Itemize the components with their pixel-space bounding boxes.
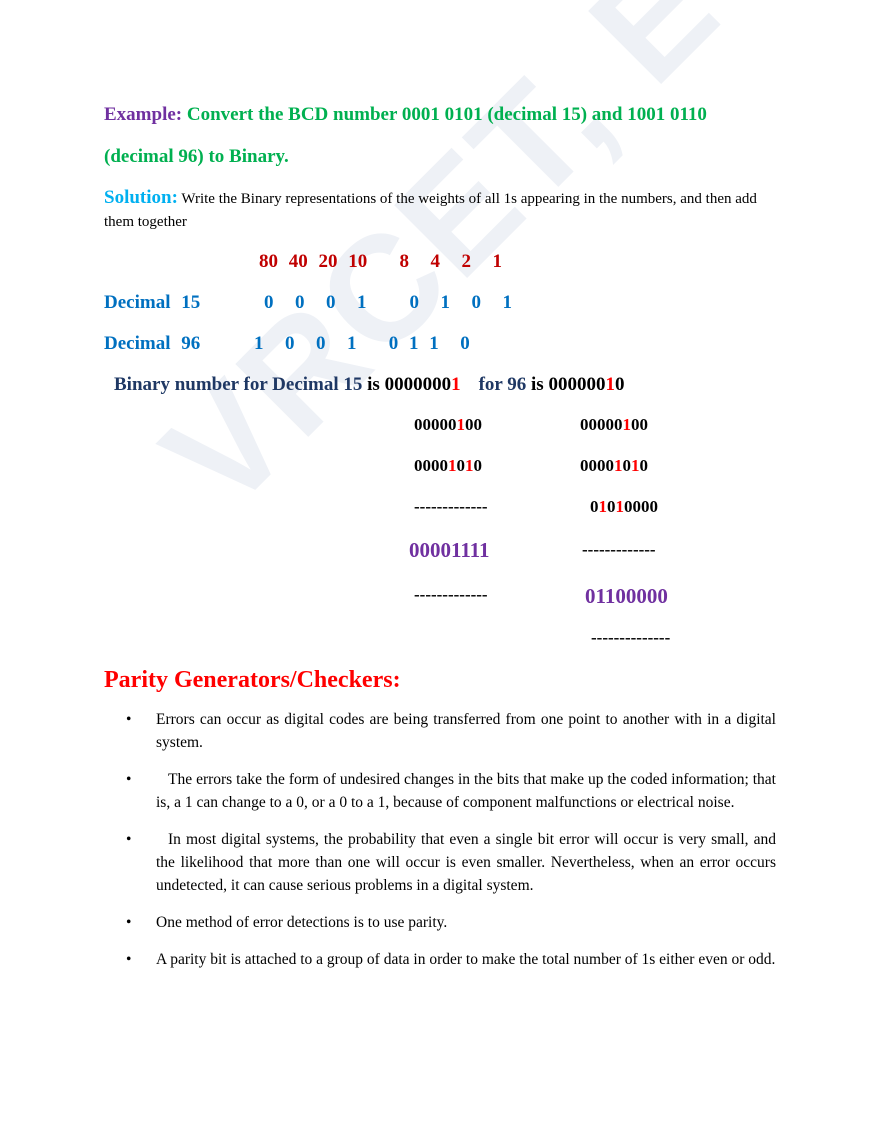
calc96-line2: 00001010 bbox=[580, 456, 648, 476]
calc96-line2-red2: 1 bbox=[631, 456, 640, 475]
example-heading-line2: (decimal 96) to Binary. bbox=[104, 146, 289, 167]
calc96-line2-red1: 1 bbox=[614, 456, 623, 475]
parity-bullet-list: • Errors can occur as digital codes are b… bbox=[104, 708, 776, 985]
solution-label: Solution: bbox=[104, 187, 178, 208]
list-item-text: A parity bit is attached to a group of d… bbox=[156, 951, 776, 968]
decimal96-label: Decimal 96 bbox=[104, 333, 201, 354]
list-item: • One method of error detections is to us… bbox=[104, 911, 776, 934]
calc15-line2-a: 0000 bbox=[414, 456, 448, 475]
calc15-sum: 00001111 bbox=[409, 538, 490, 562]
calc96-line2-b: 0 bbox=[639, 456, 649, 475]
watermark: VRCET, ECE bbox=[131, 0, 880, 541]
calc96-line2-m: 0 bbox=[622, 456, 632, 475]
binary-val96-red: 1 bbox=[605, 374, 615, 395]
calc96-line1-red: 1 bbox=[622, 415, 632, 434]
bullet-icon: • bbox=[126, 711, 132, 728]
list-item-text: In most digital systems, the probability… bbox=[156, 831, 776, 894]
example-text: Convert the BCD number 0001 0101 (decima… bbox=[186, 104, 707, 125]
bullet-icon: • bbox=[126, 951, 132, 968]
calc96-sum: 01100000 bbox=[585, 584, 668, 608]
calc96-line1: 00000100 bbox=[580, 415, 648, 435]
parity-title: Parity Generators/Checkers: bbox=[104, 667, 401, 693]
calc96-dashes1: ------------- bbox=[582, 540, 656, 559]
decimal15-label: Decimal 15 bbox=[104, 292, 201, 313]
list-item-text: The errors take the form of undesired ch… bbox=[156, 771, 776, 811]
binary-prefix: Binary number for Decimal 15 bbox=[114, 374, 368, 395]
binary-for96: for 96 bbox=[478, 374, 532, 395]
calc15-line2: 00001010 bbox=[414, 456, 482, 476]
weights-row: 80 40 20 10 8 4 2 1 bbox=[259, 251, 502, 272]
calc96-line3-b: 0000 bbox=[624, 497, 658, 516]
solution-text: Write the Binary representations of the … bbox=[104, 191, 757, 230]
list-item: • In most digital systems, the probabilit… bbox=[104, 828, 776, 897]
example-heading-line1: Example: Convert the BCD number 0001 010… bbox=[104, 104, 707, 126]
bullet-icon: • bbox=[126, 914, 132, 931]
calc15-line1-a: 00000 bbox=[414, 415, 457, 434]
binary-is-2: is bbox=[531, 374, 549, 395]
calc96-dashes2: -------------- bbox=[591, 628, 671, 647]
list-item: • Errors can occur as digital codes are b… bbox=[104, 708, 776, 754]
solution-paragraph: Solution: Write the Binary representatio… bbox=[104, 186, 776, 234]
calc15-line1-red: 1 bbox=[456, 415, 466, 434]
list-item: • A parity bit is attached to a group of … bbox=[104, 948, 776, 971]
calc96-line2-a: 0000 bbox=[580, 456, 614, 475]
calc15-line2-red1: 1 bbox=[448, 456, 457, 475]
binary-number-line: Binary number for Decimal 15 is 00000001… bbox=[114, 374, 624, 396]
calc15-line1: 00000100 bbox=[414, 415, 482, 435]
decimal15-bits: 0 0 0 1 0 1 0 1 bbox=[264, 292, 512, 313]
calc96-line3: 01010000 bbox=[590, 497, 658, 517]
calc15-line1-b: 00 bbox=[465, 415, 482, 434]
binary-val96: 000000 bbox=[548, 374, 606, 395]
example-label: Example: bbox=[104, 104, 183, 125]
calc15-dashes1: ------------- bbox=[414, 497, 488, 516]
binary-val15-red: 1 bbox=[451, 374, 461, 395]
bullet-icon: • bbox=[126, 831, 132, 848]
calc15-line2-b: 0 bbox=[473, 456, 483, 475]
list-item: • The errors take the form of undesired c… bbox=[104, 768, 776, 814]
calc96-line1-a: 00000 bbox=[580, 415, 623, 434]
calc96-line3-a: 0 bbox=[590, 497, 599, 516]
calc15-line2-red2: 1 bbox=[465, 456, 474, 475]
calc15-dashes2: ------------- bbox=[414, 585, 488, 604]
bullet-icon: • bbox=[126, 771, 132, 788]
calc15-line2-m: 0 bbox=[456, 456, 466, 475]
list-item-text: Errors can occur as digital codes are be… bbox=[156, 711, 776, 751]
calc96-line3-red1: 1 bbox=[598, 497, 608, 516]
calc96-line3-m: 0 bbox=[607, 497, 616, 516]
calc96-line3-red2: 1 bbox=[615, 497, 625, 516]
binary-val96-tail: 0 bbox=[614, 374, 625, 395]
list-item-text: One method of error detections is to use… bbox=[156, 914, 448, 931]
binary-is-1: is bbox=[367, 374, 385, 395]
binary-val15: 0000000 bbox=[384, 374, 452, 395]
calc96-line1-b: 00 bbox=[631, 415, 648, 434]
decimal96-bits: 1 0 0 1 0 1 1 0 bbox=[254, 333, 470, 354]
